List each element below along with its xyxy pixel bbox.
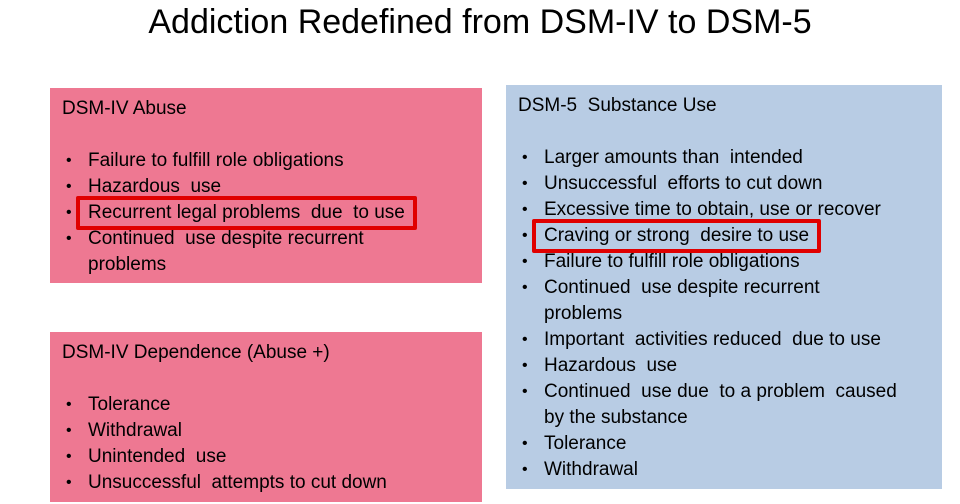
bullet-item: • Withdrawal [522, 457, 936, 483]
dsm4-abuse-box-title: DSM-IV Abuse [62, 98, 187, 119]
bullet-item: • Continued use despite recurrent problem… [66, 226, 476, 278]
bullet-item: • Continued use despite recurrent problem… [522, 275, 936, 327]
bullet-dot: • [66, 204, 72, 221]
bullet-dot: • [522, 461, 528, 478]
bullet-text: Tolerance [544, 433, 627, 454]
bullet-dot: • [522, 331, 528, 348]
bullet-dot: • [522, 383, 528, 400]
bullet-text: Continued use due to a problem caused by… [544, 381, 897, 428]
bullet-dot: • [522, 149, 528, 166]
bullet-text: Hazardous use [544, 355, 678, 376]
bullet-item: •Craving or strong desire to use [522, 219, 936, 253]
dsm4-dependence-bullet-list: • Tolerance • Withdrawal • Unintended use • Uns… [50, 392, 482, 496]
dsm4-abuse-box: DSM-IV Abuse • Failure to fulfill role ob… [50, 88, 482, 283]
bullet-text: Withdrawal [88, 420, 182, 441]
bullet-item: • Unsuccessful attempts to cut down [66, 470, 476, 496]
bullet-text: Unsuccessful attempts to cut down [88, 472, 387, 493]
red-highlight-rectangle: Recurrent legal problems due to use [76, 196, 417, 230]
bullet-dot: • [66, 474, 72, 491]
bullet-item: • Tolerance [522, 431, 936, 457]
bullet-text: Larger amounts than intended [544, 147, 803, 168]
bullet-text: Continued use despite recurrent problems [88, 228, 364, 275]
bullet-dot: • [66, 152, 72, 169]
bullet-dot: • [66, 422, 72, 439]
bullet-text: Excessive time to obtain, use or recover [544, 199, 881, 220]
bullet-item: • Unintended use [66, 444, 476, 470]
bullet-dot: • [66, 230, 72, 247]
bullet-dot: • [522, 435, 528, 452]
bullet-text: Recurrent legal problems due to use [76, 196, 476, 230]
bullet-dot: • [522, 253, 528, 270]
dsm5-substance-use-bullet-list: • Larger amounts than intended • Unsuccessf… [506, 145, 942, 483]
bullet-item: • Excessive time to obtain, use or recove… [522, 197, 936, 223]
bullet-dot: • [522, 175, 528, 192]
bullet-item: • Important activities reduced due to use [522, 327, 936, 353]
bullet-text: Continued use despite recurrent problems [544, 277, 820, 324]
bullet-item: • Continued use due to a problem caused b… [522, 379, 936, 431]
bullet-text: Unintended use [88, 446, 227, 467]
bullet-dot: • [522, 201, 528, 218]
bullet-dot: • [66, 448, 72, 465]
bullet-item: • Larger amounts than intended [522, 145, 936, 171]
bullet-item: • Tolerance [66, 392, 476, 418]
bullet-text: Withdrawal [544, 459, 638, 480]
red-highlight-rectangle: Craving or strong desire to use [532, 219, 822, 253]
bullet-item: • Hazardous use [66, 174, 476, 200]
bullet-dot: • [522, 357, 528, 374]
bullet-item: • Failure to fulfill role obligations [522, 249, 936, 275]
bullet-text: Failure to fulfill role obligations [88, 150, 344, 171]
bullet-dot: • [522, 279, 528, 296]
bullet-item: • Unsuccessful efforts to cut down [522, 171, 936, 197]
bullet-text: Craving or strong desire to use [532, 219, 936, 253]
bullet-item: • Failure to fulfill role obligations [66, 148, 476, 174]
bullet-text: Important activities reduced due to use [544, 329, 881, 350]
bullet-text: Failure to fulfill role obligations [544, 251, 800, 272]
dsm4-dependence-box-title: DSM-IV Dependence (Abuse +) [62, 342, 330, 363]
bullet-item: •Recurrent legal problems due to use [66, 196, 476, 230]
bullet-text: Hazardous use [88, 176, 222, 197]
bullet-dot: • [522, 227, 528, 244]
dsm4-abuse-bullet-list: • Failure to fulfill role obligations • Haz… [50, 148, 482, 278]
bullet-text: Unsuccessful efforts to cut down [544, 173, 823, 194]
bullet-text: Tolerance [88, 394, 171, 415]
dsm5-substance-use-box: DSM-5 Substance Use • Larger amounts than… [506, 85, 942, 489]
dsm4-dependence-box: DSM-IV Dependence (Abuse +) • Tolerance • W… [50, 332, 482, 502]
dsm5-substance-use-box-title: DSM-5 Substance Use [518, 95, 717, 116]
bullet-dot: • [66, 178, 72, 195]
slide-title: Addiction Redefined from DSM-IV to DSM-5 [148, 3, 812, 41]
bullet-item: • Hazardous use [522, 353, 936, 379]
bullet-dot: • [66, 396, 72, 413]
bullet-item: • Withdrawal [66, 418, 476, 444]
